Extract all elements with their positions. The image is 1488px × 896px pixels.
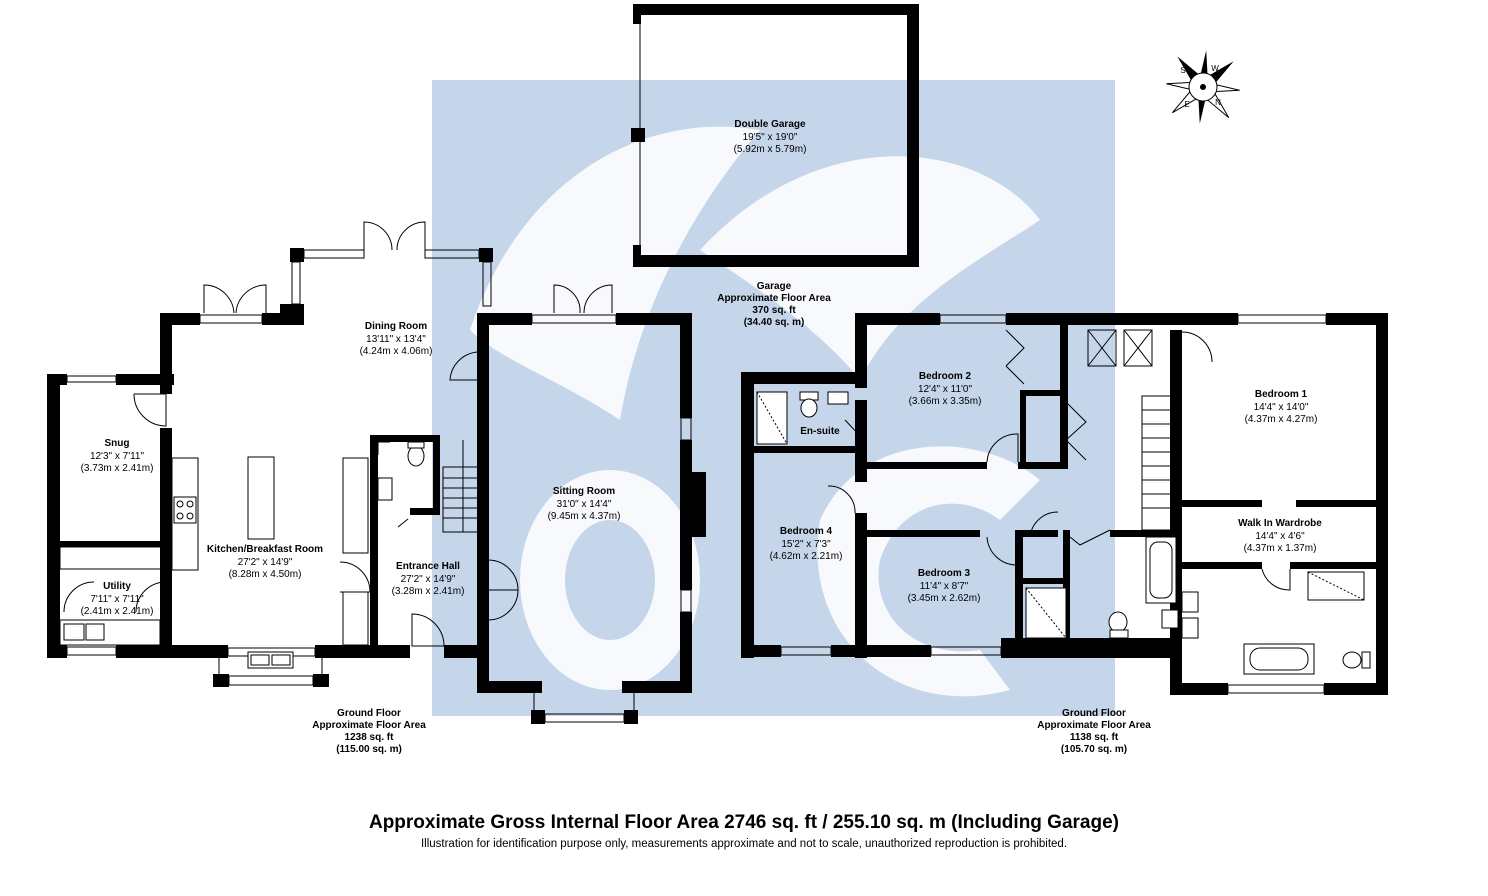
room-name-sitting: Sitting Room <box>553 486 615 497</box>
room-name-walk-in-wardrobe: Walk In Wardrobe <box>1238 518 1322 529</box>
room-name-snug: Snug <box>105 438 130 449</box>
ground-left-area-line1: Ground Floor <box>337 708 401 719</box>
ground-floor-right-walls <box>741 313 1388 695</box>
door-swings-left <box>63 221 613 647</box>
room-name-double-garage: Double Garage <box>734 119 806 130</box>
compass-letters: S W E N <box>1180 64 1221 109</box>
ground-right-area-line1: Ground Floor <box>1062 708 1126 719</box>
room-dim-utility: 7'11" x 7'11" <box>90 594 144 605</box>
room-name-bedroom-1: Bedroom 1 <box>1255 389 1308 400</box>
compass-e: E <box>1184 100 1189 109</box>
room-dim-entrance-hall: 27'2" x 14'9" <box>401 574 456 585</box>
gross-area-title: Approximate Gross Internal Floor Area 27… <box>368 812 1119 833</box>
room-metric-bedroom-2: (3.66m x 3.35m) <box>909 396 982 407</box>
room-metric-double-garage: (5.92m x 5.79m) <box>734 144 807 155</box>
room-metric-bedroom-4: (4.62m x 2.21m) <box>770 551 843 562</box>
ground-right-area-line2: Approximate Floor Area <box>1037 720 1151 731</box>
room-dim-snug: 12'3" x 7'11" <box>90 451 145 462</box>
room-name-bedroom-3: Bedroom 3 <box>918 568 971 579</box>
compass-w: W <box>1211 64 1219 73</box>
room-metric-dining: (4.24m x 4.06m) <box>360 346 433 357</box>
room-name-bedroom-4: Bedroom 4 <box>780 526 833 537</box>
garage-walls <box>631 4 919 267</box>
room-name-utility: Utility <box>103 581 131 592</box>
fixtures-left <box>59 441 425 669</box>
room-name-dining: Dining Room <box>365 321 427 332</box>
garage-area-line1: Garage <box>757 281 792 292</box>
ground-floor-left-walls <box>47 248 706 724</box>
room-dim-bedroom-4: 15'2" x 7'3" <box>781 539 831 550</box>
compass-s: S <box>1180 66 1185 75</box>
compass-icon <box>1166 50 1240 124</box>
room-name-en-suite: En-suite <box>800 426 840 437</box>
fixtures-right <box>756 391 1371 675</box>
garage-area-line4: (34.40 sq. m) <box>744 317 805 328</box>
room-metric-utility: (2.41m x 2.41m) <box>81 606 154 617</box>
room-metric-snug: (3.73m x 2.41m) <box>81 463 154 474</box>
room-metric-bedroom-3: (3.45m x 2.62m) <box>908 593 981 604</box>
garage-area-line2: Approximate Floor Area <box>717 293 831 304</box>
room-metric-entrance-hall: (3.28m x 2.41m) <box>392 586 465 597</box>
ground-right-area-line3: 1138 sq. ft <box>1070 732 1119 743</box>
room-dim-bedroom-2: 12'4" x 11'0" <box>918 384 973 395</box>
ground-left-area-line3: 1238 sq. ft <box>345 732 395 743</box>
room-labels: Double Garage 19'5" x 19'0" (5.92m x 5.7… <box>81 119 1323 617</box>
disclaimer-note: Illustration for identification purpose … <box>420 838 1068 850</box>
watermark-logo <box>432 80 1115 716</box>
room-dim-dining: 13'11" x 13'4" <box>366 334 426 345</box>
room-metric-bedroom-1: (4.37m x 4.27m) <box>1245 414 1318 425</box>
room-dim-walk-in-wardrobe: 14'4" x 4'6" <box>1255 531 1305 542</box>
room-dim-kitchen: 27'2" x 14'9" <box>238 557 293 568</box>
ground-left-area-line2: Approximate Floor Area <box>312 720 426 731</box>
room-dim-bedroom-1: 14'4" x 14'0" <box>1254 402 1309 413</box>
room-name-kitchen: Kitchen/Breakfast Room <box>207 544 323 555</box>
ground-right-area-line4: (105.70 sq. m) <box>1061 744 1127 755</box>
room-name-bedroom-2: Bedroom 2 <box>919 371 972 382</box>
room-dim-sitting: 31'0" x 14'4" <box>557 499 612 510</box>
room-metric-kitchen: (8.28m x 4.50m) <box>229 569 302 580</box>
area-labels: Garage Approximate Floor Area 370 sq. ft… <box>312 281 1151 755</box>
room-dim-bedroom-3: 11'4" x 8'7" <box>920 581 969 592</box>
room-metric-walk-in-wardrobe: (4.37m x 1.37m) <box>1244 543 1317 554</box>
garage-area-line3: 370 sq. ft <box>752 305 796 316</box>
room-dim-double-garage: 19'5" x 19'0" <box>743 132 798 143</box>
door-swings-right <box>827 329 1291 591</box>
compass-n: N <box>1215 98 1221 107</box>
room-name-entrance-hall: Entrance Hall <box>396 561 460 572</box>
room-metric-sitting: (9.45m x 4.37m) <box>548 511 621 522</box>
ground-left-area-line4: (115.00 sq. m) <box>336 744 402 755</box>
